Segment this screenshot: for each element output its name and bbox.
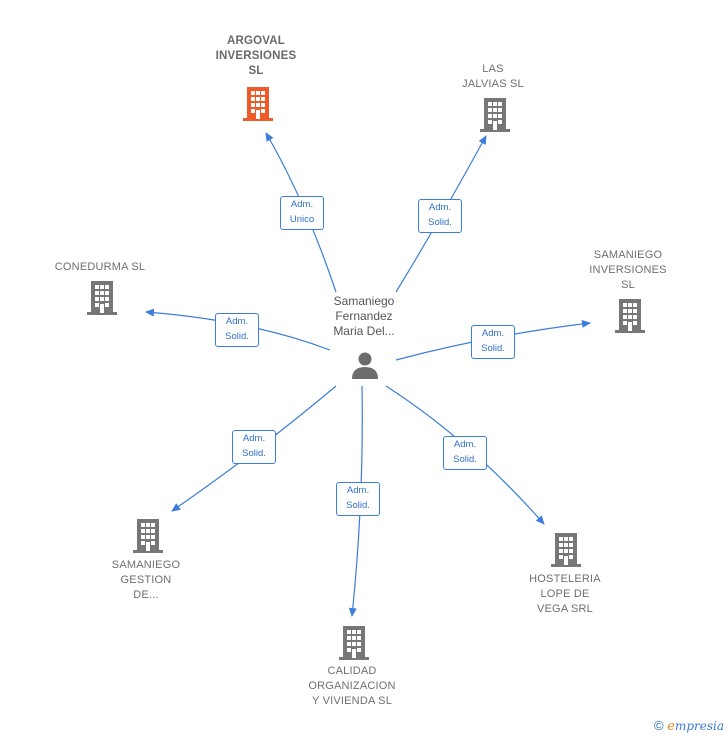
role-label-samaniego-gestion[interactable]: Adm. Solid. <box>232 430 276 464</box>
building-icon <box>87 281 117 315</box>
role-label-jalvias[interactable]: Adm. Solid. <box>418 199 462 233</box>
role-label-hosteleria[interactable]: Adm. Solid. <box>443 436 487 470</box>
company-node-jalvias[interactable]: LAS JALVIAS SL <box>443 62 543 92</box>
company-node-samaniego-gestion[interactable]: SAMANIEGO GESTION DE... <box>96 558 196 603</box>
company-name-conedurma: CONEDURMA SL <box>54 261 146 273</box>
role-label-calidad[interactable]: Adm. Solid. <box>336 482 380 516</box>
company-name-hosteleria: HOSTELERIA LOPE DE VEGA SRL <box>529 573 601 615</box>
building-icon <box>551 533 581 567</box>
company-node-argoval[interactable]: ARGOVAL INVERSIONES SL <box>196 34 316 79</box>
building-icon <box>339 626 369 660</box>
building-icon <box>615 299 645 333</box>
role-label-conedurma[interactable]: Adm. Solid. <box>215 313 259 347</box>
person-icon <box>352 352 378 379</box>
company-name-jalvias: LAS JALVIAS SL <box>462 63 524 90</box>
brand-footer[interactable]: © empresia <box>654 718 724 734</box>
building-icon <box>243 87 273 121</box>
company-name-samaniego-inversiones: SAMANIEGO INVERSIONES SL <box>589 249 667 291</box>
role-label-argoval[interactable]: Adm. Unico <box>280 196 324 230</box>
building-icon <box>133 519 163 553</box>
company-name-calidad: CALIDAD ORGANIZACION Y VIVIENDA SL <box>308 665 396 707</box>
company-name-argoval: ARGOVAL INVERSIONES SL <box>215 35 297 77</box>
person-name[interactable]: Samaniego Fernandez Maria Del... <box>333 294 395 338</box>
building-icon <box>480 98 510 132</box>
company-node-conedurma[interactable]: CONEDURMA SL <box>40 260 160 275</box>
brand-logo-text: mpresia <box>674 719 724 733</box>
company-name-samaniego-gestion: SAMANIEGO GESTION DE... <box>111 559 181 601</box>
copyright-icon: © <box>654 718 664 733</box>
company-node-calidad[interactable]: CALIDAD ORGANIZACION Y VIVIENDA SL <box>292 664 412 709</box>
company-node-hosteleria[interactable]: HOSTELERIA LOPE DE VEGA SRL <box>515 572 615 617</box>
role-label-samaniego-inversiones[interactable]: Adm. Solid. <box>471 325 515 359</box>
company-node-samaniego-inversiones[interactable]: SAMANIEGO INVERSIONES SL <box>578 248 678 293</box>
brand-logo-initial: e <box>667 719 675 734</box>
